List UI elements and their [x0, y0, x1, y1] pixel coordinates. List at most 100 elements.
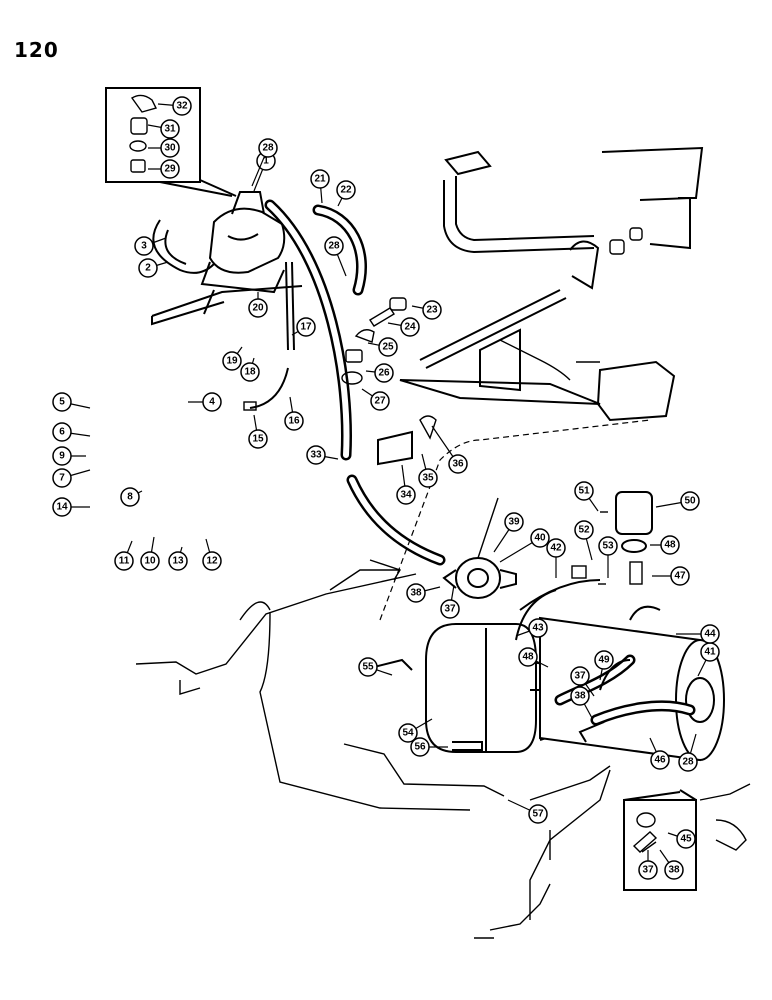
callout-number: 9 [59, 451, 65, 462]
callout-circle [222, 351, 242, 371]
callout-number: 28 [328, 241, 340, 252]
callout-9: 9 [52, 446, 86, 466]
callout-number: 31 [164, 124, 176, 135]
callout-6: 6 [52, 422, 91, 442]
callout-number: 37 [642, 865, 654, 876]
callout-circle [202, 392, 222, 412]
callout-circle [418, 468, 438, 488]
callout-24: 24 [387, 317, 420, 337]
callout-circle [422, 300, 442, 320]
callout-number: 29 [164, 164, 176, 175]
callout-circle [168, 551, 188, 571]
callout-circle [546, 538, 566, 558]
callout-55: 55 [358, 657, 393, 677]
callout-23: 23 [411, 300, 442, 320]
callout-37: 37 [440, 584, 460, 619]
callout-number: 46 [654, 755, 666, 766]
callout-circle [140, 551, 160, 571]
callout-circle [448, 454, 468, 474]
callout-number: 42 [550, 543, 562, 554]
callout-circle [398, 723, 418, 743]
callout-number: 1 [263, 156, 269, 167]
air-tank-41 [515, 579, 725, 762]
callout-28: 28 [678, 733, 698, 772]
callout-number: 34 [400, 490, 412, 501]
brake-valve-assembly [151, 191, 303, 326]
callout-31: 31 [147, 119, 180, 139]
callout-number: 28 [682, 757, 694, 768]
callout-circle [660, 535, 680, 555]
relay-valve-39-40 [442, 497, 517, 599]
callout-37: 37 [638, 850, 658, 880]
callout-number: 35 [422, 473, 434, 484]
callout-13: 13 [168, 546, 188, 571]
callout-39: 39 [493, 512, 524, 553]
callout-circle [202, 551, 222, 571]
brake-pedal-assembly [379, 146, 704, 621]
callout-49: 49 [594, 650, 614, 681]
callout-circle [134, 236, 154, 256]
callout-number: 17 [300, 322, 312, 333]
callout-number: 41 [704, 647, 716, 658]
callout-number: 43 [532, 623, 544, 634]
callout-circle [574, 481, 594, 501]
callout-number: 11 [119, 556, 130, 567]
callout-number: 23 [426, 305, 438, 316]
callout-14: 14 [52, 497, 90, 517]
callout-circle [324, 236, 344, 256]
callout-3: 3 [134, 236, 167, 256]
callout-54: 54 [398, 718, 433, 743]
callout-circle [406, 583, 426, 603]
callout-26: 26 [365, 363, 394, 383]
hose-33 [264, 199, 446, 566]
callout-circle [172, 96, 192, 116]
callout-33: 33 [306, 445, 339, 465]
callout-38: 38 [659, 849, 684, 880]
callout-25: 25 [367, 337, 398, 357]
callout-7: 7 [52, 468, 91, 488]
callout-46: 46 [649, 737, 670, 770]
callout-circle [120, 487, 140, 507]
callout-circle [284, 411, 304, 431]
callout-circle [306, 445, 326, 465]
callout-16: 16 [284, 396, 304, 431]
brake-line-harness-left [135, 559, 611, 811]
callout-circle [160, 159, 180, 179]
callout-circle [664, 860, 684, 880]
callout-10: 10 [140, 536, 160, 571]
callout-57: 57 [507, 799, 548, 824]
callout-number: 2 [145, 263, 151, 274]
fittings-23-27 [341, 297, 407, 385]
callout-number: 24 [404, 322, 416, 333]
callout-circle [114, 551, 134, 571]
callout-50: 50 [655, 491, 700, 511]
callout-circle [504, 512, 524, 532]
callout-number: 38 [410, 588, 422, 599]
callout-38: 38 [570, 686, 593, 719]
page-number: 120 [14, 38, 59, 62]
callout-circle [574, 520, 594, 540]
callout-circle [52, 468, 72, 488]
callout-number: 19 [226, 356, 238, 367]
callout-number: 27 [374, 396, 386, 407]
callout-number: 53 [602, 541, 614, 552]
callout-circle [52, 497, 72, 517]
callout-circle [518, 647, 538, 667]
callout-44: 44 [676, 624, 720, 644]
callout-circle [678, 752, 698, 772]
callout-18: 18 [240, 357, 260, 382]
callout-number: 4 [209, 397, 215, 408]
callout-number: 48 [522, 652, 534, 663]
callout-circle [374, 363, 394, 383]
lines-16-17 [243, 261, 295, 411]
callout-circle [530, 528, 550, 548]
bracket-34-35 [377, 415, 437, 466]
callout-circle [396, 485, 416, 505]
callout-circle [680, 491, 700, 511]
callout-circle [594, 650, 614, 670]
callout-circle [258, 138, 278, 158]
callout-number: 10 [144, 556, 156, 567]
callout-17: 17 [291, 317, 316, 337]
callout-27: 27 [361, 388, 390, 411]
